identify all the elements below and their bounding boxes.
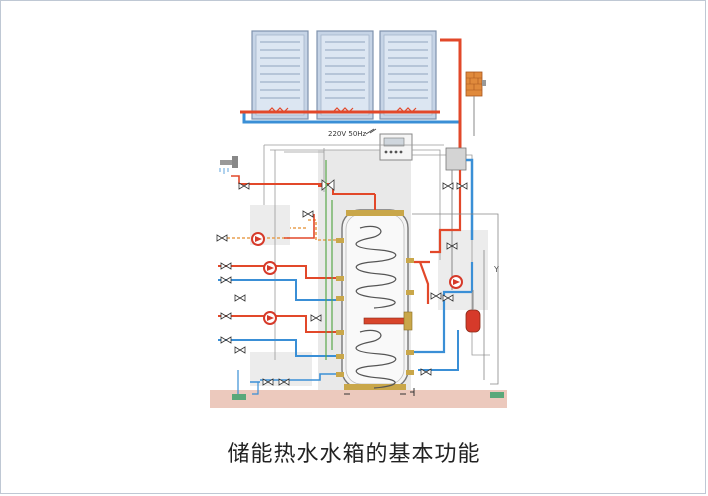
valve-icon: [220, 276, 232, 284]
valve-icon: [446, 242, 458, 250]
chimney-icon: [465, 71, 486, 97]
pump-icon: [263, 261, 277, 275]
valve-icon: [456, 182, 468, 190]
hot-water-to-tap: [231, 175, 240, 184]
pump-icon: [449, 275, 463, 289]
cold-water-drop: [237, 370, 259, 396]
valve-icon: [302, 210, 314, 218]
valve-icon: [262, 378, 274, 386]
sensor-line-green: [325, 160, 333, 360]
power-cable: [365, 128, 377, 135]
valve-icon: [220, 312, 232, 320]
expansion-tank-icon: [465, 309, 481, 333]
shower-icon: [219, 156, 238, 174]
valve-icon: [310, 314, 322, 322]
valve-icon: [220, 262, 232, 270]
valve-icon: [234, 294, 246, 302]
heater-terminal: [403, 311, 413, 331]
solar-flow-to-coil: [414, 170, 462, 304]
solar-collector-icon: [379, 30, 437, 120]
heat-exchanger-icon: [445, 147, 467, 171]
heating-return-pipe-1: [218, 279, 336, 301]
exchanger-supply: [466, 158, 474, 240]
valve-icon: [238, 182, 250, 190]
circulation-return-pipe: [216, 219, 336, 241]
solar-collector-icon: [316, 30, 374, 120]
valve-icon: [430, 292, 442, 300]
heating-return-pipe-2: [218, 339, 336, 357]
drain-left: [232, 394, 246, 400]
tank-connection-stubs: [336, 238, 414, 377]
mixing-valve-icon: [321, 179, 335, 191]
valve-icon: [234, 346, 246, 354]
solar-return-vertical: [418, 330, 459, 371]
valve-icon: [278, 378, 290, 386]
electric-heater-element: [363, 317, 409, 325]
pump-icon: [263, 311, 277, 325]
probe-mark: Y: [493, 265, 499, 274]
floor-strip: [210, 390, 507, 408]
drain-right: [490, 392, 504, 398]
heating-flow-pipe-2: [218, 315, 336, 333]
controller-icon: [379, 133, 413, 161]
lower-heating-coil: [355, 329, 397, 389]
pump-icon: [251, 232, 265, 246]
valve-icon: [442, 294, 454, 302]
upper-heating-coil: [355, 225, 397, 309]
circulation-pipe-solid: [284, 214, 315, 239]
controller-power-label: 220V 50Hz: [328, 130, 367, 138]
control-wires: [263, 144, 490, 360]
floor-valves: [344, 388, 415, 396]
solar-collector-icon: [251, 30, 309, 120]
diagram-caption: 储能热水水箱的基本功能: [227, 442, 481, 467]
solar-flow-pipe: [240, 38, 462, 114]
valve-icon: [420, 368, 432, 376]
right-control-circuit: [412, 213, 499, 385]
valve-icon: [216, 234, 228, 242]
solar-return-from-coil: [414, 262, 474, 354]
valve-icon: [442, 182, 454, 190]
valve-icon: [220, 336, 232, 344]
heating-flow-pipe-1: [218, 265, 336, 279]
